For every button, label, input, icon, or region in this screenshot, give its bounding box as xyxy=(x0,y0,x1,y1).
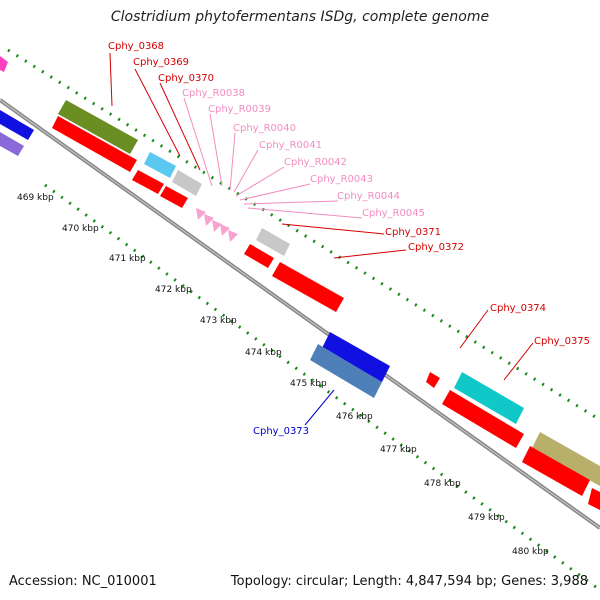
gene-blue-left[interactable] xyxy=(0,110,34,140)
gene-grey-2[interactable] xyxy=(256,228,290,256)
leader-R0040 xyxy=(229,132,236,191)
genome-backbone xyxy=(0,98,600,530)
tick-label: 473 kbp xyxy=(200,316,237,326)
gene-red-8[interactable] xyxy=(588,488,600,510)
gene-red-7[interactable] xyxy=(522,446,590,496)
tick-guides xyxy=(7,48,600,592)
leader-0374 xyxy=(459,309,489,349)
gene-label[interactable]: Cphy_0374 xyxy=(490,303,546,314)
gene-features[interactable] xyxy=(0,56,600,510)
gene-cyan[interactable] xyxy=(454,372,524,424)
tick-label: 479 kbp xyxy=(468,513,505,523)
gene-label[interactable]: Cphy_0371 xyxy=(385,227,441,238)
leader-R0045 xyxy=(247,207,363,219)
leader-0369 xyxy=(134,68,181,157)
gene-purple-left[interactable] xyxy=(0,132,24,156)
gene-red-small[interactable] xyxy=(426,372,440,388)
tick-label: 472 kbp xyxy=(155,285,192,295)
gene-label[interactable]: Cphy_0372 xyxy=(408,242,464,253)
leader-R0041 xyxy=(233,149,259,193)
tick-label: 478 kbp xyxy=(424,479,461,489)
gene-red-1[interactable] xyxy=(52,116,137,172)
gene-label[interactable]: Cphy_0373 xyxy=(253,426,309,437)
gene-red-5[interactable] xyxy=(272,262,344,312)
gene-label[interactable]: Cphy_R0040 xyxy=(233,123,296,134)
gene-label[interactable]: Cphy_R0042 xyxy=(284,157,347,168)
gene-khaki[interactable] xyxy=(532,432,600,486)
gene-blue[interactable] xyxy=(322,332,390,382)
gene-label[interactable]: Cphy_0369 xyxy=(133,57,189,68)
tick-label: 475 kbp xyxy=(290,379,327,389)
gene-grey-1[interactable] xyxy=(172,170,202,196)
tick-label: 470 kbp xyxy=(62,224,99,234)
tick-label: 469 kbp xyxy=(17,193,54,203)
gene-steel[interactable] xyxy=(310,344,382,398)
tick-label: 477 kbp xyxy=(380,445,417,455)
gene-rna-2[interactable] xyxy=(204,214,214,226)
gene-label[interactable]: Cphy_0375 xyxy=(534,336,590,347)
leader-R0044 xyxy=(243,200,339,205)
gene-olive[interactable] xyxy=(58,100,138,154)
tick-label: 476 kbp xyxy=(336,412,373,422)
leader-R0042 xyxy=(235,166,285,197)
gene-red-6[interactable] xyxy=(442,390,524,448)
leader-0370 xyxy=(159,82,201,171)
gene-label[interactable]: Cphy_0370 xyxy=(158,73,214,84)
tick-label: 471 kbp xyxy=(109,254,146,264)
kbp-tick-labels: 469 kbp 470 kbp 471 kbp 472 kbp 473 kbp … xyxy=(17,193,549,557)
gene-rna-1[interactable] xyxy=(196,208,206,220)
label-leaders xyxy=(109,52,534,426)
leader-0375 xyxy=(503,342,534,381)
gene-red-2[interactable] xyxy=(132,170,164,194)
leader-0371 xyxy=(281,223,385,235)
gene-rna-3[interactable] xyxy=(212,220,222,232)
gene-labels[interactable]: Cphy_0368 Cphy_0369 Cphy_0370 Cphy_R0038… xyxy=(108,41,590,437)
gene-label[interactable]: Cphy_R0041 xyxy=(259,140,322,151)
map-title: Clostridium phytofermentans ISDg, comple… xyxy=(110,9,490,25)
leader-R0039 xyxy=(209,113,223,187)
gene-label[interactable]: Cphy_R0038 xyxy=(182,88,245,99)
gene-label[interactable]: Cphy_R0039 xyxy=(208,104,271,115)
gene-sky[interactable] xyxy=(144,152,176,178)
topology-summary: Topology: circular; Length: 4,847,594 bp… xyxy=(230,574,588,589)
leader-0372 xyxy=(333,249,407,259)
gene-red-3[interactable] xyxy=(160,186,188,208)
gene-label[interactable]: Cphy_0368 xyxy=(108,41,164,52)
leader-0368 xyxy=(109,52,113,107)
gene-rna-5[interactable] xyxy=(228,230,238,242)
gene-label[interactable]: Cphy_R0044 xyxy=(337,191,400,202)
leader-0373 xyxy=(304,389,335,426)
gene-label[interactable]: Cphy_R0043 xyxy=(310,174,373,185)
gene-label[interactable]: Cphy_R0045 xyxy=(362,208,425,219)
tick-label: 474 kbp xyxy=(245,348,282,358)
leader-R0043 xyxy=(239,183,311,201)
gene-rna-4[interactable] xyxy=(220,224,230,236)
accession-label: Accession: NC_010001 xyxy=(9,574,157,589)
tick-label: 480 kbp xyxy=(512,547,549,557)
outer-dotted-guide xyxy=(7,48,600,422)
backbone-strand-highlight xyxy=(0,99,600,529)
gene-magenta[interactable] xyxy=(0,56,8,72)
leader-R0038 xyxy=(183,97,213,187)
gene-red-4[interactable] xyxy=(244,244,274,268)
